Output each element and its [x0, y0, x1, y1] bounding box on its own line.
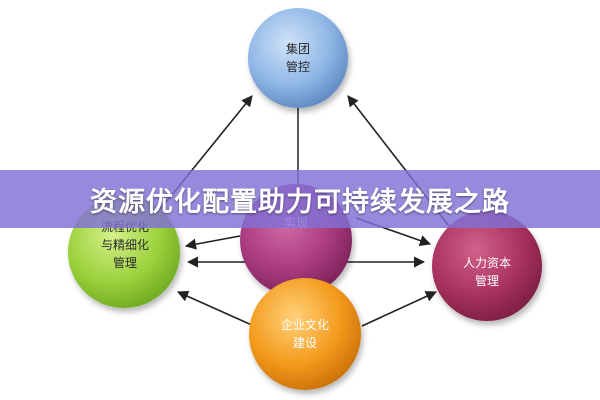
arrow-center-left: [184, 235, 241, 250]
arrow-bottom-to-right: [361, 291, 438, 327]
node-circle-corporate-culture: [249, 278, 361, 390]
node-label-corporate-culture: 企业文化 建设: [280, 318, 329, 350]
banner-title: 资源优化配置助力可持续发展之路: [90, 186, 510, 218]
node-circle-human-capital: [432, 211, 542, 321]
node-circle-group-control: [248, 8, 348, 108]
node-label-human-capital: 人力资本 管理: [462, 256, 511, 288]
title-banner: 资源优化配置助力可持续发展之路: [0, 170, 600, 228]
arrow-bottom-to-left: [176, 291, 255, 327]
node-label-group-control: 集团 管控: [285, 42, 310, 74]
